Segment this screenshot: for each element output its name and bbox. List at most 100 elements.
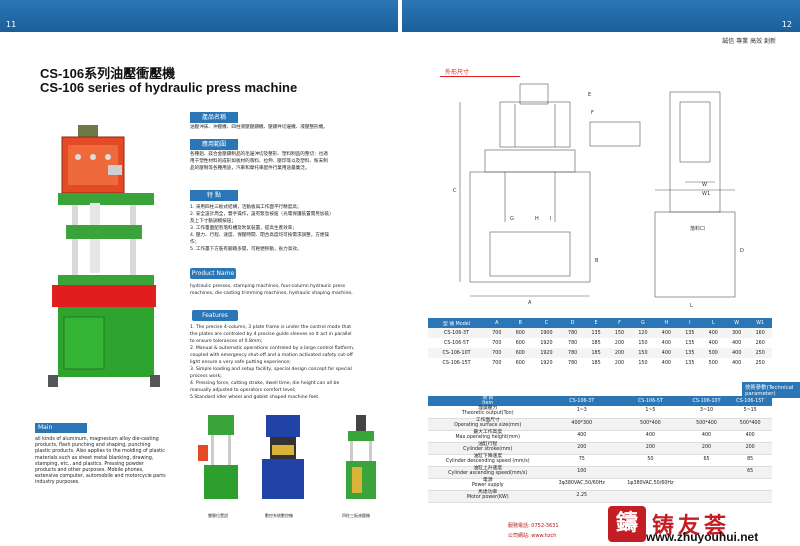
photo-caption-2: 數控系統數控機 xyxy=(265,513,293,518)
section-head-features-en: Features xyxy=(192,310,238,321)
feature-en-line: 2. Manual & automatic operations control… xyxy=(190,346,355,351)
table-cell: 工作面尺寸 Operating surface size(mm) xyxy=(428,418,548,431)
product-name-en: hydraulic presses, stamping machines, fo… xyxy=(190,283,353,297)
dimension-drawing: E F C A B G H I D L W W1 落料口 xyxy=(453,83,744,309)
table-cell: 400 xyxy=(728,430,772,443)
table-header: F xyxy=(607,318,632,328)
table-header-row: 項 目 Item CS-106-3T CS-106-5T CS-106-10T … xyxy=(428,396,772,406)
main-app-line: stamping, etc., and plastics. Pressing p… xyxy=(35,461,144,467)
machine-photo-1 xyxy=(198,415,238,499)
dim-label-d: D xyxy=(740,248,744,254)
table-cell: 780 xyxy=(560,348,585,358)
slogan: 誠信 專業 高效 創新 xyxy=(722,38,776,45)
feature-line: 3. 工作臺面配有落料槽及吹氣裝置，提高生產效率； xyxy=(190,226,297,231)
table-cell: 700 xyxy=(485,348,509,358)
table-cell: 85 xyxy=(728,454,772,467)
table-cell: 185 xyxy=(584,348,608,358)
feature-en-line: light ensure a very safe putting experie… xyxy=(190,360,291,365)
table-row: 油缸上升速度 Cylinder ascending speed(mm/s)100… xyxy=(428,466,772,479)
table-cell: 780 xyxy=(568,360,578,366)
watermark-url[interactable]: www.zhuyouhui.net xyxy=(646,530,759,544)
feature-line: 4. 壓力、行程、速度、保壓時間、閉合高度均可按需求調整，方便操 xyxy=(190,233,330,238)
table-cell: 400 xyxy=(732,340,742,346)
table-cell: 780 xyxy=(560,328,585,338)
table-cell: 500*400 xyxy=(728,418,772,431)
features-en: 1. The precise 4-column, 3 plate frame i… xyxy=(190,324,354,401)
table-cell: 135 xyxy=(678,328,702,338)
table-cell: 400 xyxy=(661,340,671,346)
photo-caption-1: 雙腳位置說 xyxy=(208,513,228,518)
table-cell: 135 xyxy=(678,348,702,358)
feature-en-line: 3. Simple loading and setup facility, sp… xyxy=(190,367,352,372)
usage-line: 各種鋁、鎂合金壓鑄制品的毛邊沖切及整形、塑料制品的整切：也適 xyxy=(190,152,328,157)
table-cell: 理論壓力 Theoretic output(Ton) xyxy=(428,406,548,419)
main-app-line: plastic products. Also applies to the mo… xyxy=(35,449,165,455)
section-head-product-name-en: Product Name xyxy=(190,268,236,279)
table-header: H xyxy=(654,318,679,328)
dim-label-a: A xyxy=(528,300,532,306)
table-cell: 200 xyxy=(616,442,685,455)
feature-line: 1. 采用四柱三板式結構，活動板與工作面平行精度高； xyxy=(190,205,302,210)
feature-en-line: the plates are controled by 4 precise gu… xyxy=(190,332,352,337)
dim-label-f: F xyxy=(591,110,594,116)
main-app-line: products, flash punching and shaping, pu… xyxy=(35,443,151,449)
title-en: CS-106 series of hydraulic press machine xyxy=(40,80,298,95)
table-cell: 150 xyxy=(631,348,655,358)
table-cell: 250 xyxy=(755,360,765,366)
table-cell: 500*400 xyxy=(684,418,729,431)
table-cell: 400*300 xyxy=(547,418,617,431)
table-cell: 700 xyxy=(485,328,509,338)
features-cn: 1. 采用四柱三板式結構，活動板與工作面平行精度高； 2. 安全設計周全，雙手操… xyxy=(190,204,334,253)
table-cell: 160 xyxy=(748,328,772,338)
table-cell: 65 xyxy=(684,454,729,467)
usage-line: 用于塑性材料的成形如板材的落料、拉伸、壓印等以及塑料、粉末制 xyxy=(190,159,328,164)
usage-cn: 各種鋁、鎂合金壓鑄制品的毛邊沖切及整形、塑料制品的整切：也適 用于塑性材料的成形… xyxy=(190,151,328,172)
table-cell: 600 xyxy=(508,328,532,338)
header-bar-right xyxy=(402,0,800,32)
table-header: B xyxy=(508,318,532,328)
feature-en-line: manually adjusted to operators comfort l… xyxy=(190,388,296,393)
table-header-row: 型 號 Model A B C D E F G H I L W W1 xyxy=(428,318,772,328)
table-header: C xyxy=(531,318,561,328)
table-cell: 185 xyxy=(591,340,601,346)
table-header: CS-106-15T xyxy=(728,396,772,406)
table-cell: 200 xyxy=(684,442,729,455)
table-cell: 1920 xyxy=(540,360,553,366)
technical-parameter-table: 項 目 Item CS-106-3T CS-106-5T CS-106-10T … xyxy=(428,396,772,503)
table-cell: 135 xyxy=(685,360,695,366)
service-phone: 服務電話: 0752-3631 xyxy=(508,523,559,529)
dim-label-g: G xyxy=(510,216,514,222)
section-head-product-name: 產品名稱 xyxy=(190,112,238,123)
table-header: W1 xyxy=(748,318,772,328)
table-cell: 260 xyxy=(755,340,765,346)
table-cell: 500 xyxy=(708,360,718,366)
table-cell: 400 xyxy=(661,360,671,366)
table-cell: 1φ380VAC,50/60Hz xyxy=(616,478,685,491)
table-cell: 120 xyxy=(631,328,655,338)
main-app-line: products and other purposes. Mobile phon… xyxy=(35,468,144,474)
machine-photo-3 xyxy=(346,415,376,499)
table-cell: 最大工作高度 Max.operating height(mm) xyxy=(428,430,548,443)
table-header: L xyxy=(701,318,725,328)
table-cell xyxy=(684,490,729,503)
table-cell: 400 xyxy=(654,348,679,358)
feature-line: 作； xyxy=(190,240,200,245)
feature-line: 2. 安全設計周全，雙手操作，設有緊急按鈕（光電保護裝置需另加裝） xyxy=(190,212,334,217)
table-cell: 400 xyxy=(654,328,679,338)
table-cell: 1920 xyxy=(531,348,561,358)
table-cell: 3φ380VAC,50/60Hz xyxy=(547,478,617,491)
table-cell: 780 xyxy=(568,340,578,346)
table-header: CS-106-10T xyxy=(684,396,729,406)
table-cell: 100 xyxy=(547,466,617,479)
table-cell: 400 xyxy=(616,430,685,443)
table-cell: CS-106-3T xyxy=(428,328,486,338)
table-cell: 150 xyxy=(638,340,648,346)
feature-en-line: 4. Pressing force, cutting stroke, dwell… xyxy=(190,381,340,386)
main-app-line: materials such as sheet metal blanking, … xyxy=(35,455,154,461)
table-cell xyxy=(616,466,685,479)
dim-label-l: L xyxy=(690,303,693,309)
